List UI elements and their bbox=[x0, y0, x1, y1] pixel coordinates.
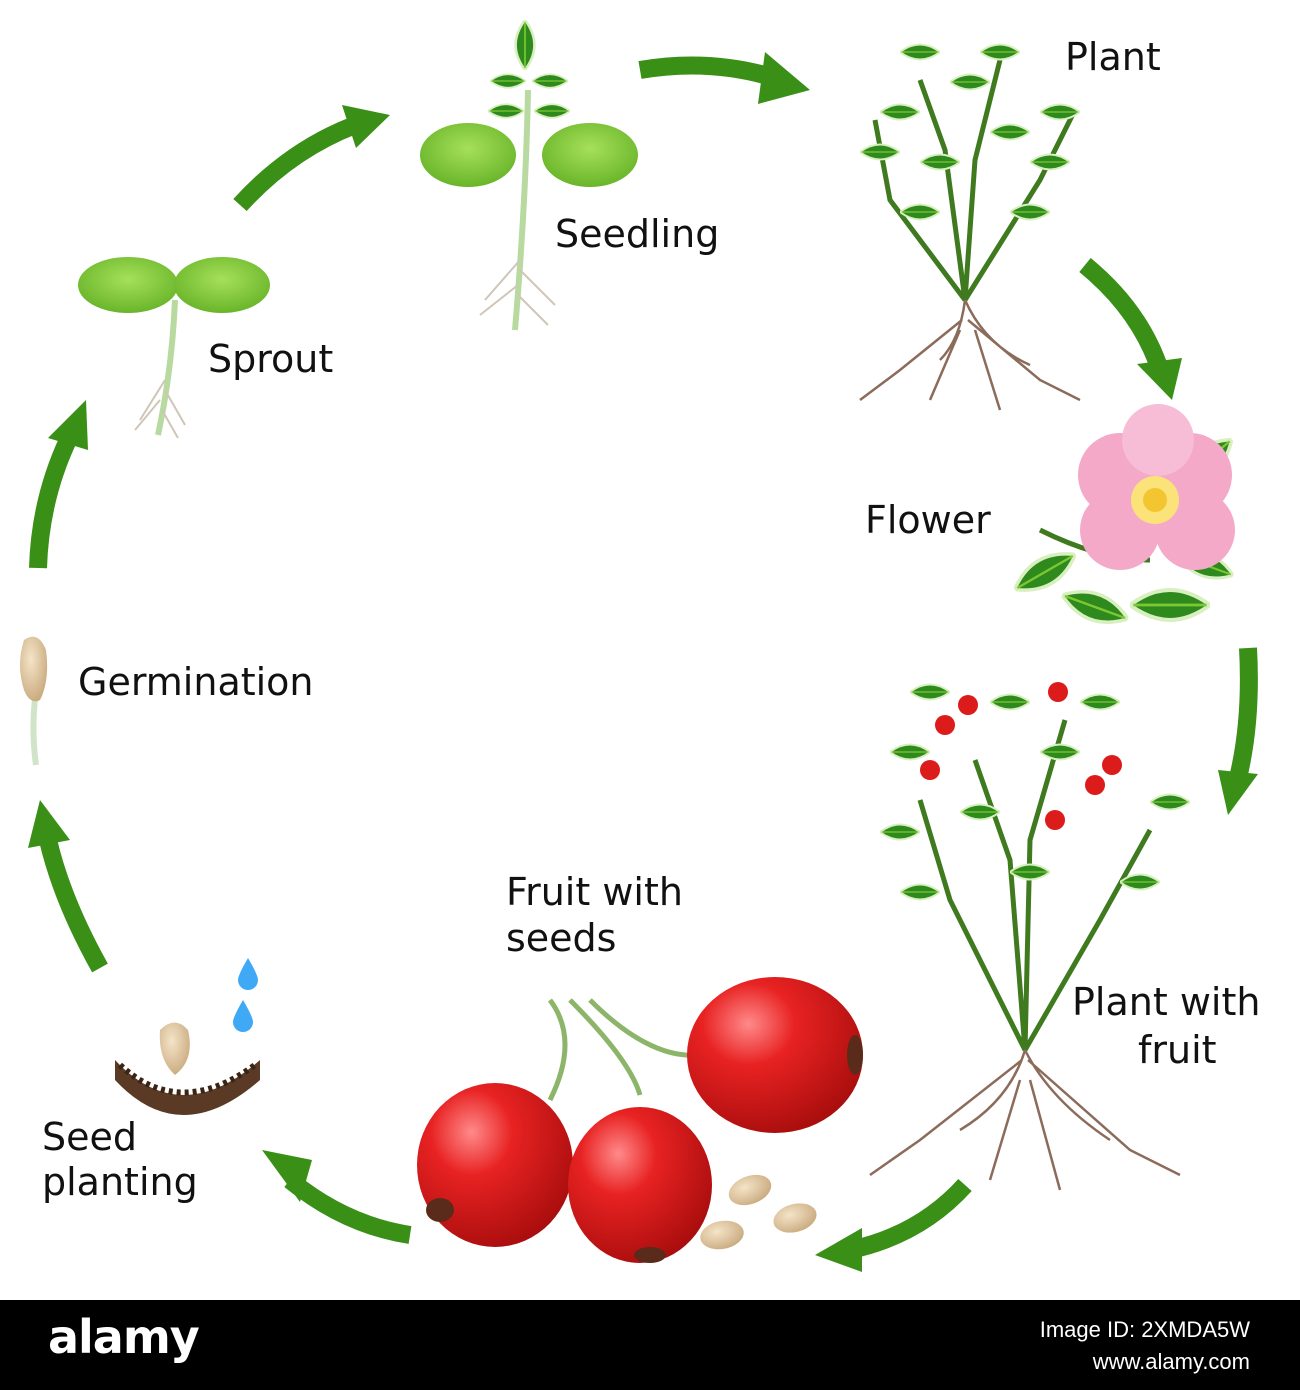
plant-illustration bbox=[859, 43, 1081, 411]
rose-blossom bbox=[1078, 404, 1235, 570]
label-sprout: Sprout bbox=[208, 337, 334, 381]
arrow-flower-to-fruitplant bbox=[1218, 647, 1258, 815]
image-id-text: Image ID: 2XMDA5W bbox=[1039, 1317, 1250, 1342]
flower-illustration bbox=[1006, 404, 1243, 634]
arrow-seed-to-germination bbox=[28, 800, 108, 973]
fruit-with-seeds-illustration bbox=[417, 977, 863, 1263]
sprout-illustration bbox=[78, 257, 270, 439]
seed-planting-illustration bbox=[115, 958, 260, 1115]
arrow-sprout-to-seedling bbox=[233, 105, 390, 212]
life-cycle-diagram: Sprout Seedling Plant Flower Plant with … bbox=[20, 20, 1261, 1272]
germination-illustration bbox=[20, 636, 48, 766]
label-seedling: Seedling bbox=[555, 212, 720, 256]
rosehip-berries bbox=[920, 682, 1122, 830]
watermark-footer: alamy Image ID: 2XMDA5W www.alamy.com bbox=[0, 1300, 1300, 1390]
site-url-text: www.alamy.com bbox=[1092, 1348, 1250, 1374]
cycle-arrows bbox=[28, 52, 1258, 1272]
label-germination: Germination bbox=[78, 660, 314, 704]
arrow-plant-to-flower bbox=[1079, 258, 1182, 400]
label-fruit-with-seeds-line2: seeds bbox=[506, 916, 617, 960]
footer-meta: Image ID: 2XMDA5W www.alamy.com bbox=[1040, 1314, 1250, 1378]
seedling-illustration bbox=[420, 20, 638, 331]
arrow-fruitplant-to-fruit bbox=[815, 1178, 972, 1272]
label-plant-with-fruit-line2: fruit bbox=[1138, 1028, 1217, 1072]
label-flower: Flower bbox=[865, 498, 991, 542]
label-seed-planting-line2: planting bbox=[42, 1160, 198, 1204]
label-fruit-with-seeds-line1: Fruit with bbox=[506, 870, 683, 914]
arrow-germination-to-sprout bbox=[29, 400, 88, 569]
label-plant-with-fruit-line1: Plant with bbox=[1072, 980, 1261, 1024]
arrow-seedling-to-plant bbox=[638, 52, 810, 104]
diagram-canvas bbox=[20, 20, 1258, 1272]
label-seed-planting-line1: Seed bbox=[42, 1115, 137, 1159]
label-plant: Plant bbox=[1065, 35, 1161, 79]
alamy-logo: alamy bbox=[48, 1310, 200, 1364]
arrow-fruit-to-seed bbox=[262, 1150, 412, 1244]
plant-with-fruit-illustration bbox=[869, 682, 1190, 1191]
